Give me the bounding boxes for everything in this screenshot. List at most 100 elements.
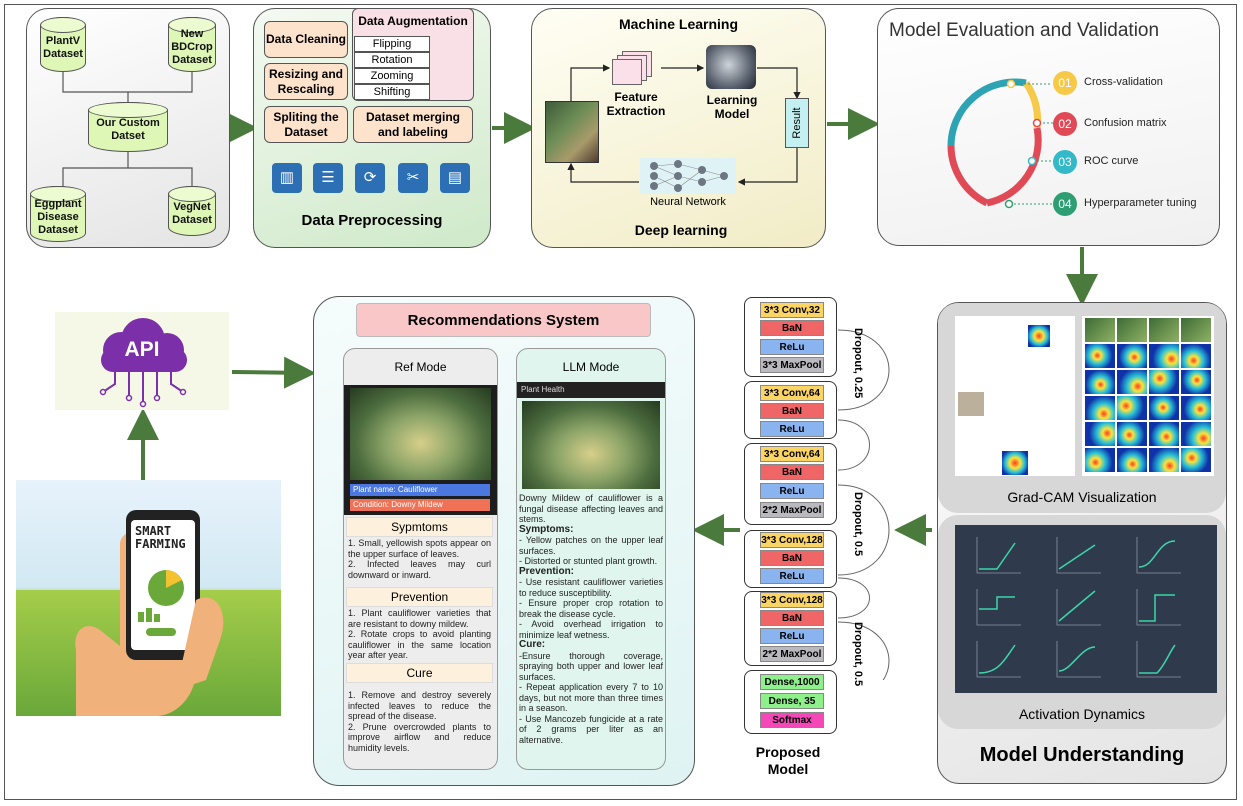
layer-b3-conv: 3*3 Conv,64 — [760, 446, 824, 462]
data-cleaning-box: Data Cleaning — [264, 21, 348, 58]
heatmap-tile — [1085, 318, 1115, 342]
neural-network-icon — [640, 158, 736, 194]
heatmap-tile — [1181, 396, 1211, 420]
ref-plant-name: Plant name: Cauliflower — [350, 484, 490, 496]
ml-title: Machine Learning — [618, 16, 739, 32]
activation-plot — [1056, 589, 1101, 626]
deep-learning-label: Deep learning — [634, 222, 728, 238]
heatmap-tile — [1149, 396, 1179, 420]
eval-number-1: 01 — [1053, 71, 1077, 95]
heatmap-tile — [1117, 448, 1147, 472]
evaluation-panel — [877, 8, 1220, 246]
neural-network-label: Neural Network — [650, 196, 726, 208]
aug-rotation: Rotation — [354, 52, 430, 68]
activation-plot — [1136, 589, 1181, 626]
ref-symptoms-head: Sypmtoms — [346, 517, 493, 537]
ref-cure-text: 1. Remove and destroy severely infected … — [348, 690, 491, 753]
layer-b1-pool: 3*3 MaxPool — [760, 357, 824, 373]
evaluation-title: Model Evaluation and Validation — [889, 20, 1160, 41]
layer-b3-pool: 2*2 MaxPool — [760, 502, 824, 518]
dataset-custom: Our Custom Datset — [88, 102, 168, 152]
heatmap-tile — [1149, 448, 1179, 472]
activation-plots — [955, 525, 1217, 693]
understanding-title: Model Understanding — [979, 744, 1185, 766]
layer-b5-conv: 3*3 Conv,128 — [760, 592, 824, 608]
heatmap-tile — [1117, 344, 1147, 368]
ref-mode-label: Ref Mode — [394, 360, 447, 374]
resizing-box: Resizing and Rescaling — [264, 63, 348, 100]
aug-shifting: Shifting — [354, 84, 430, 100]
dataset-eggplant: Eggplant Disease Dataset — [30, 186, 86, 242]
augmentation-title: Data Augmentation — [358, 14, 468, 28]
activation-plot — [976, 589, 1021, 626]
result-box — [785, 98, 809, 148]
eval-number-3: 03 — [1053, 150, 1077, 174]
gradcam-heatmap-output — [1002, 451, 1028, 475]
aug-zooming: Zooming — [354, 68, 430, 84]
layer-b3-ban: BaN — [760, 464, 824, 480]
ref-prevention-head: Prevention — [346, 587, 493, 607]
heatmap-tile — [1085, 448, 1115, 472]
result-label: Result — [791, 107, 803, 139]
database-icon: ☰ — [313, 163, 343, 193]
layer-b5-pool: 2*2 MaxPool — [760, 646, 824, 662]
brain-icon — [706, 45, 756, 89]
cloud-icon — [99, 318, 187, 408]
splitting-box: Spliting the Dataset — [264, 106, 348, 143]
layer-b1-ban: BaN — [760, 320, 824, 336]
layer-b2-relu: ReLu — [760, 421, 824, 437]
heatmap-tile — [1117, 396, 1147, 420]
heatmap-tile — [1149, 344, 1179, 368]
layer-b5-ban: BaN — [760, 610, 824, 626]
ref-condition: Condition: Downy Mildew — [350, 499, 490, 511]
activation-plot — [1056, 537, 1101, 574]
eval-label-1: Cross-validation — [1084, 76, 1163, 88]
proposed-model-title: Proposed Model — [755, 744, 821, 777]
gradcam-input-thumb — [958, 392, 984, 416]
scissors-icon: ✂ — [398, 163, 428, 193]
eval-number-4: 04 — [1053, 192, 1077, 216]
evaluation-ring — [947, 78, 1055, 209]
llm-mode-label: LLM Mode — [562, 360, 620, 374]
recommendations-title: Recommendations System — [356, 303, 651, 337]
layer-b1-conv: 3*3 Conv,32 — [760, 302, 824, 318]
activation-plot — [1136, 641, 1181, 678]
ref-cure-head: Cure — [346, 663, 493, 683]
heatmap-tile — [1181, 422, 1211, 446]
activation-plot — [976, 537, 1021, 574]
layer-b1-relu: ReLu — [760, 339, 824, 355]
layer-b5-relu: ReLu — [760, 628, 824, 644]
llm-response-text: Downy Mildew of cauliflower is a fungal … — [519, 493, 663, 745]
layer-dense-35: Dense, 35 — [760, 693, 824, 709]
gear-cycle-icon: ⟳ — [355, 163, 385, 193]
activation-plot — [1136, 537, 1181, 574]
heatmap-tile — [1117, 318, 1147, 342]
dataset-links — [62, 72, 193, 188]
layer-softmax: Softmax — [760, 712, 824, 728]
dropout-label-2: Dropout, 0.5 — [852, 492, 864, 557]
layer-b4-ban: BaN — [760, 550, 824, 566]
gradcam-heatmap-small — [1028, 325, 1050, 347]
heatmap-tile — [1085, 370, 1115, 394]
learning-model-label: Learning Model — [706, 93, 758, 121]
dataset-vegnet: VegNet Dataset — [168, 186, 216, 236]
heatmap-tile — [1149, 318, 1179, 342]
heatmap-tile — [1149, 422, 1179, 446]
ref-leaf-image — [350, 388, 491, 480]
dropout-label-1: Dropout, 0.25 — [852, 328, 864, 399]
layer-b4-conv: 3*3 Conv,128 — [760, 532, 824, 548]
activation-plot — [976, 641, 1021, 678]
eval-label-4: Hyperparameter tuning — [1084, 197, 1197, 209]
ml-flow-lines — [567, 64, 801, 186]
dropout-loops — [837, 329, 890, 680]
heatmap-tile — [1085, 396, 1115, 420]
hand-phone-illustration — [75, 510, 224, 716]
preprocessing-title: Data Preprocessing — [301, 212, 443, 229]
feature-extraction-label: Feature Extraction — [606, 90, 666, 118]
heatmap-tile — [1181, 448, 1211, 472]
merging-box: Dataset merging and labeling — [353, 106, 473, 143]
llm-leaf-image — [522, 401, 660, 489]
api-label: API — [124, 338, 160, 361]
